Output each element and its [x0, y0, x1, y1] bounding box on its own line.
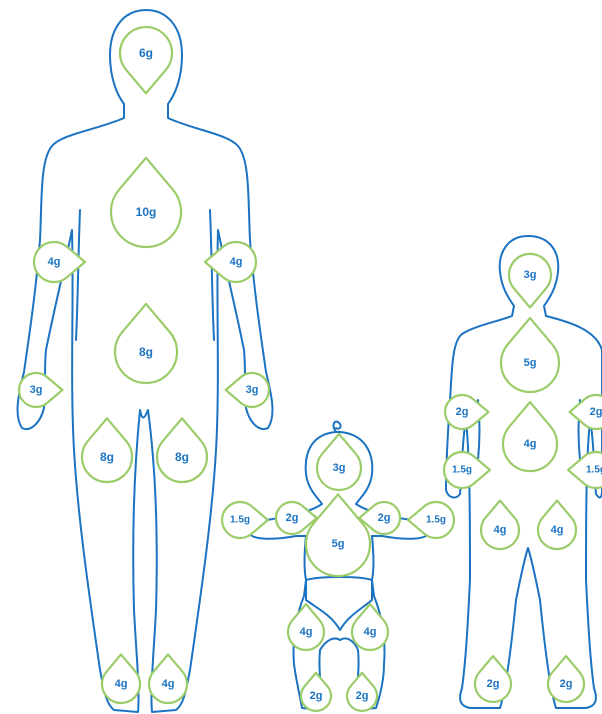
- child-chest-dose-marker: 5g: [501, 318, 559, 392]
- baby-left-arm-dose-label: 2g: [286, 512, 299, 524]
- adult-head-dose-label: 6g: [139, 46, 153, 60]
- adult-chest-dose-label: 10g: [136, 205, 157, 219]
- baby-right-thigh-dose-label: 4g: [364, 626, 377, 638]
- adult-right-arm-line: [210, 210, 214, 340]
- baby-hair-curl: [333, 422, 340, 432]
- adult-right-hand-dose-marker: 3g: [226, 373, 269, 407]
- droplet-icon: [501, 318, 559, 392]
- adult-left-thigh-dose-label: 8g: [100, 450, 114, 464]
- adult-right-thigh-dose-label: 8g: [175, 450, 189, 464]
- child-left-upper-arm-dose-marker: 2g: [445, 395, 488, 429]
- child-right-hand-dose-label: 1.5g: [586, 465, 602, 476]
- baby-left-hand-dose-marker: 1.5g: [222, 502, 268, 538]
- adult-right-thigh-dose-marker: 8g: [157, 418, 207, 482]
- child-right-hand-dose-marker: 1.5g: [568, 452, 602, 488]
- baby-right-foot-dose-marker: 2g: [347, 673, 377, 711]
- baby-right-hand-dose-marker: 1.5g: [408, 502, 454, 538]
- adult-right-hand-dose-label: 3g: [246, 384, 259, 396]
- child-right-foot-dose-marker: 2g: [548, 656, 584, 702]
- adult-left-hand-dose-label: 3g: [30, 384, 43, 396]
- baby-right-arm-dose-label: 2g: [378, 512, 391, 524]
- child-left-hand-dose-label: 1.5g: [452, 465, 472, 476]
- baby-torso-dose-label: 5g: [332, 538, 345, 550]
- adult-left-upper-arm-dose-label: 4g: [48, 256, 61, 268]
- child-head-dose-marker: 3g: [509, 254, 551, 308]
- baby-right-foot-dose-label: 2g: [356, 690, 369, 702]
- baby-left-hand-dose-label: 1.5g: [230, 515, 250, 526]
- child-right-thigh-dose-marker: 4g: [538, 501, 576, 549]
- child-right-upper-arm-dose-label: 2g: [590, 406, 602, 418]
- adult-right-upper-arm-dose-label: 4g: [230, 256, 243, 268]
- droplet-icon: [503, 402, 557, 471]
- adult-abdomen-dose-label: 8g: [139, 345, 153, 359]
- child-right-thigh-dose-label: 4g: [551, 524, 564, 536]
- adult-head-dose-marker: 6g: [120, 27, 172, 93]
- child-abdomen-dose-label: 4g: [524, 438, 537, 450]
- baby-left-foot-dose-marker: 2g: [301, 673, 331, 711]
- child-chest-dose-label: 5g: [524, 357, 537, 369]
- adult-right-foot-dose-label: 4g: [162, 678, 175, 690]
- child-left-thigh-dose-label: 4g: [494, 524, 507, 536]
- droplet-icon: [111, 158, 181, 247]
- child-left-upper-arm-dose-label: 2g: [456, 406, 469, 418]
- droplet-icon: [115, 304, 177, 383]
- child-left-thigh-dose-marker: 4g: [481, 501, 519, 549]
- child-left-hand-dose-marker: 1.5g: [444, 452, 490, 488]
- child-abdomen-dose-marker: 4g: [503, 402, 557, 471]
- child-right-foot-dose-label: 2g: [560, 678, 573, 690]
- baby-head-dose-marker: 3g: [317, 434, 361, 490]
- baby-left-thigh-dose-marker: 4g: [288, 604, 324, 650]
- child-left-foot-dose-label: 2g: [487, 678, 500, 690]
- adult-left-hand-dose-marker: 3g: [19, 373, 62, 407]
- baby-left-foot-dose-label: 2g: [310, 690, 323, 702]
- adult-right-foot-dose-marker: 4g: [149, 655, 187, 703]
- adult-chest-dose-marker: 10g: [111, 158, 181, 247]
- baby-right-hand-dose-label: 1.5g: [426, 515, 446, 526]
- child-right-upper-arm-dose-marker: 2g: [570, 395, 602, 429]
- child-head-dose-label: 3g: [524, 269, 537, 281]
- adult-left-foot-dose-marker: 4g: [102, 655, 140, 703]
- baby-left-thigh-dose-label: 4g: [300, 626, 313, 638]
- adult-left-thigh-dose-marker: 8g: [82, 418, 132, 482]
- adult-abdomen-dose-marker: 8g: [115, 304, 177, 383]
- adult-left-arm-line: [76, 210, 80, 340]
- droplet-icon: [120, 27, 172, 93]
- child-left-foot-dose-marker: 2g: [475, 656, 511, 702]
- adult-left-foot-dose-label: 4g: [115, 678, 128, 690]
- baby-head-dose-label: 3g: [333, 462, 346, 474]
